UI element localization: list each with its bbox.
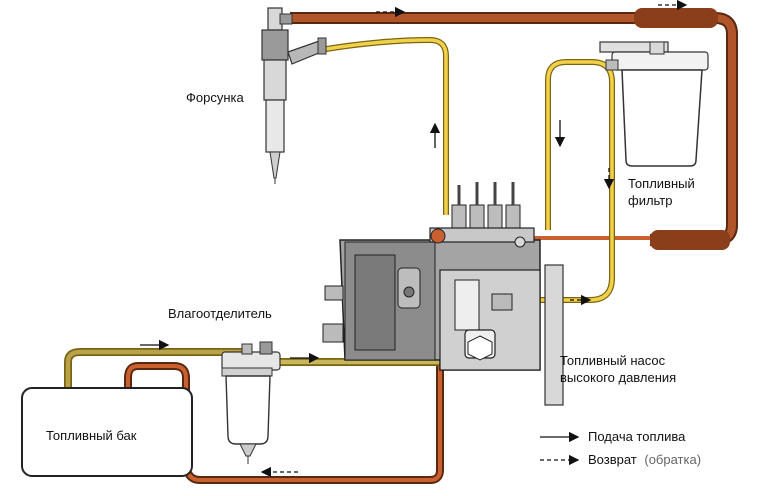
label-pump-2: высокого давления <box>560 370 676 385</box>
label-water-separator: Влагоотделитель <box>168 306 272 321</box>
legend-return-main: Возврат <box>588 452 637 467</box>
flow-arrows <box>140 0 688 478</box>
supply-lines <box>64 37 615 388</box>
legend-supply-label: Подача топлива <box>588 429 686 444</box>
legend: Подача топлива Возврат (обратка) <box>540 429 701 467</box>
injector <box>261 7 327 184</box>
supply-line-injector <box>319 37 449 215</box>
label-injector: Форсунка <box>186 90 244 105</box>
legend-return-label: Возврат (обратка) <box>588 452 701 467</box>
label-fuel-filter-1: Топливный <box>628 176 695 191</box>
return-lines <box>124 8 738 484</box>
water-separator <box>221 341 281 464</box>
fuel-tank <box>21 387 193 477</box>
high-pressure-pump <box>322 182 564 406</box>
fuel-filter <box>599 41 709 167</box>
legend-return-note: (обратка) <box>644 452 701 467</box>
label-fuel-filter-2: фильтр <box>628 193 672 208</box>
label-fuel-tank: Топливный бак <box>46 428 137 443</box>
label-pump-1: Топливный насос <box>560 353 666 368</box>
